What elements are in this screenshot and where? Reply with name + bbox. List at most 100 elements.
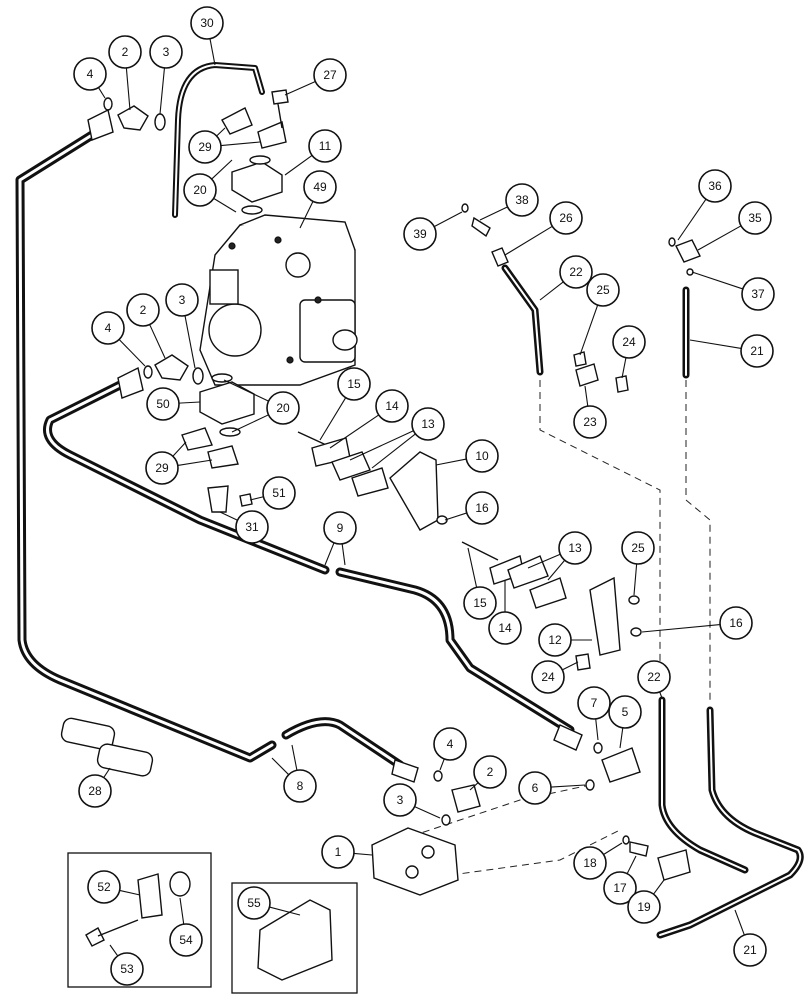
nut-26 [491, 247, 509, 267]
callout-labels: 1222333444567891011121313141415151616171… [73, 6, 775, 986]
leader-line-20 [211, 159, 233, 180]
callout-circle [608, 695, 642, 729]
callout-9: 9 [323, 511, 357, 545]
callout-number: 52 [97, 880, 111, 894]
callout-number: 3 [397, 793, 404, 807]
callout-53: 53 [110, 952, 144, 986]
callout-39: 39 [403, 217, 437, 251]
leader-line-11 [284, 154, 313, 176]
block-50 [199, 381, 255, 425]
callout-circle [383, 783, 417, 817]
callout-circle [538, 623, 572, 657]
clamp-29-bottom [181, 427, 213, 451]
callout-2: 2 [126, 293, 160, 327]
leader-line-21 [689, 339, 742, 349]
callout-circle [573, 405, 607, 439]
fitting-38 [471, 216, 491, 238]
callout-number: 25 [631, 541, 645, 555]
callout-54: 54 [169, 923, 203, 957]
leader-line-16 [641, 623, 721, 633]
leader-line-10 [435, 458, 467, 466]
callout-number: 6 [532, 781, 539, 795]
callout-circle [549, 201, 583, 235]
leader-line-49 [299, 201, 314, 229]
callout-24: 24 [531, 660, 565, 694]
callout-circle [126, 293, 160, 327]
hose-22-top [501, 264, 544, 376]
callout-2: 2 [108, 35, 142, 69]
callout-49: 49 [303, 170, 337, 204]
callout-55: 55 [237, 886, 271, 920]
bracket-55 [257, 899, 333, 981]
callout-number: 38 [515, 193, 529, 207]
elbow-5 [601, 747, 641, 783]
leader-line-4 [98, 87, 106, 99]
callout-3: 3 [149, 35, 183, 69]
callout-circle [283, 769, 317, 803]
callout-number: 4 [87, 67, 94, 81]
bolt-24-upper [615, 375, 629, 393]
callout-number: 37 [751, 287, 765, 301]
oring-7 [593, 742, 603, 754]
callout-number: 3 [163, 45, 170, 59]
callout-circle [87, 870, 121, 904]
callout-circle [719, 606, 753, 640]
callout-number: 4 [447, 737, 454, 751]
callout-number: 2 [140, 303, 147, 317]
inset-parts [85, 871, 333, 981]
bolt-15-lower [461, 541, 499, 561]
inset-box-right [231, 882, 358, 994]
callout-circle [73, 57, 107, 91]
callout-15: 15 [337, 367, 371, 401]
hoses [15, 62, 804, 939]
leader-line-7 [595, 718, 599, 741]
callout-number: 9 [337, 521, 344, 535]
hose-22-bottom [658, 696, 749, 874]
callout-38: 38 [505, 183, 539, 217]
callout-number: 36 [708, 179, 722, 193]
leader-line-20 [213, 197, 237, 213]
leader-line-8 [291, 744, 298, 771]
leader-lines [98, 38, 745, 957]
callout-circle [603, 871, 637, 905]
callout-circle [266, 391, 300, 425]
callout-circle [558, 531, 592, 565]
leader-line-5 [619, 727, 624, 749]
leader-line-35 [697, 225, 742, 251]
callout-circle [577, 686, 611, 720]
callout-number: 13 [568, 541, 582, 555]
callout-3: 3 [383, 783, 417, 817]
leader-line-15 [467, 547, 478, 588]
clamp-23 [575, 363, 599, 387]
callout-circle [463, 586, 497, 620]
leader-line-38 [479, 206, 508, 221]
callout-number: 27 [323, 68, 337, 82]
callout-number: 23 [583, 415, 597, 429]
clamp-29-top [221, 107, 253, 135]
callout-14: 14 [375, 389, 409, 423]
callout-number: 21 [750, 344, 764, 358]
callout-number: 18 [583, 856, 597, 870]
dash-line-21 [685, 380, 711, 700]
leader-line-2 [125, 67, 131, 111]
callout-circle [738, 201, 772, 235]
callout-circle [337, 367, 371, 401]
callout-circle [465, 439, 499, 473]
elbow-35 [675, 239, 701, 263]
bracket-12 [589, 576, 621, 656]
leader-line-16 [444, 512, 467, 521]
callout-1: 1 [321, 835, 355, 869]
callout-circle [313, 58, 347, 92]
oring-18 [622, 835, 630, 845]
callout-17: 17 [603, 871, 637, 905]
callout-number: 22 [569, 265, 583, 279]
callout-4: 4 [433, 727, 467, 761]
callout-30: 30 [190, 6, 224, 40]
callout-19: 19 [627, 890, 661, 924]
hose-21-bottom [656, 706, 804, 939]
leader-line-29 [177, 459, 213, 467]
callout-circle [433, 727, 467, 761]
callout-13: 13 [558, 531, 592, 565]
leader-line-13 [547, 559, 566, 581]
